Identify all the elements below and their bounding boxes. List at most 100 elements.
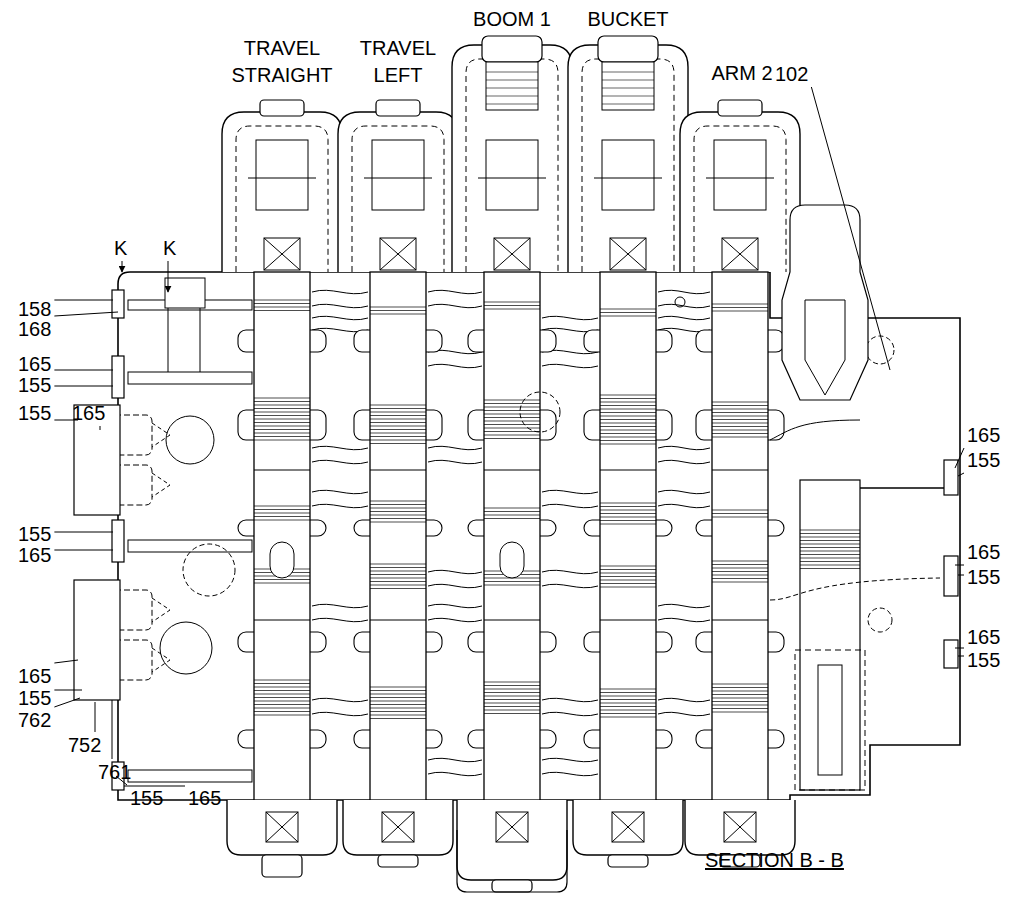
spool-groove [254, 426, 310, 427]
spool-groove [370, 708, 426, 709]
spool-groove [254, 516, 310, 517]
spool-groove [600, 398, 656, 399]
spool-groove [600, 409, 656, 410]
passage-line [658, 604, 710, 607]
spool-groove [600, 696, 656, 697]
lower-housing [457, 830, 567, 892]
passage-line [200, 308, 201, 372]
piston-groove [486, 104, 538, 105]
port-plug [944, 556, 958, 596]
spool-groove [254, 433, 310, 434]
passage-line [428, 772, 482, 775]
leader-line [54, 660, 78, 663]
spool-groove [370, 690, 426, 691]
spool-groove [484, 581, 540, 582]
spool-groove [600, 713, 656, 714]
spool-groove [254, 509, 310, 510]
leader-line [955, 448, 964, 468]
leader-line [54, 300, 113, 301]
spring-symbol [496, 812, 528, 842]
spool-groove [370, 515, 426, 516]
cap-spring-chamber [236, 126, 328, 272]
piston-groove [602, 72, 654, 73]
seat-line [364, 178, 432, 179]
spool-groove [484, 403, 540, 404]
spool-groove [254, 701, 310, 702]
callout-number: 165 [967, 423, 1000, 447]
spool-groove [800, 530, 860, 531]
spool-groove [600, 430, 656, 431]
leader-line [54, 532, 113, 533]
port-circle [183, 544, 235, 596]
spool-groove [600, 437, 656, 438]
leader-line [54, 312, 118, 316]
passage-line [770, 578, 940, 600]
spool-groove [254, 683, 310, 684]
spool-groove [712, 437, 768, 438]
spool-groove [600, 423, 656, 424]
spool-groove [370, 307, 426, 308]
passage-line [428, 618, 482, 621]
spool-bottom-cap [227, 800, 337, 855]
port-plug [944, 640, 958, 668]
spool-groove [370, 419, 426, 420]
passage-line [542, 772, 598, 775]
spool-groove [254, 711, 310, 712]
spool-bottom-cap [685, 800, 795, 855]
spool-groove [370, 711, 426, 712]
spool-groove [600, 506, 656, 507]
spool-groove [800, 533, 860, 534]
spool-groove [712, 561, 768, 562]
cap-boss [718, 100, 762, 116]
spool-bottom-cap [343, 800, 453, 855]
spool-groove [600, 566, 656, 567]
section-label: TRAVEL STRAIGHT [227, 35, 337, 89]
spool-groove [712, 564, 768, 565]
spool-groove [254, 422, 310, 423]
spool-groove [370, 518, 426, 519]
leader-line [955, 648, 964, 649]
passage-line [428, 290, 482, 293]
callout-number: 155 [967, 565, 1000, 589]
spool-groove [484, 428, 540, 429]
leader-line [122, 261, 123, 272]
spool-groove [484, 407, 540, 408]
spool-land [484, 620, 540, 621]
spool-groove [800, 537, 860, 538]
spool-groove [254, 408, 310, 409]
spool-groove [600, 689, 656, 690]
port-circle [868, 608, 892, 632]
spool-groove [370, 511, 426, 512]
port-plug [112, 356, 124, 398]
spool-groove [712, 307, 768, 308]
spool-groove [370, 422, 426, 423]
spool-groove [600, 395, 656, 396]
spool-groove [370, 415, 426, 416]
piston-groove [486, 72, 538, 73]
spool-groove [254, 690, 310, 691]
cap-boss [262, 855, 302, 877]
spool-groove [254, 687, 310, 688]
spool-groove [484, 424, 540, 425]
feed-passage [128, 770, 252, 782]
right-spool [800, 480, 860, 790]
spool-groove [370, 697, 426, 698]
cap-boss [482, 36, 542, 62]
spool-groove [254, 415, 310, 416]
spool-groove [370, 314, 426, 315]
passage-line [542, 364, 598, 367]
spool-groove [484, 414, 540, 415]
spool-groove [484, 309, 540, 310]
spool-groove [484, 713, 540, 714]
spool-groove [712, 419, 768, 420]
spool-land [600, 620, 656, 621]
piston-groove [602, 80, 654, 81]
spool-groove [370, 564, 426, 565]
spool-groove [254, 506, 310, 507]
spool-groove [254, 401, 310, 402]
spool-groove [712, 568, 768, 569]
port-circle [520, 392, 560, 432]
leader-line [112, 700, 113, 759]
spool-groove [484, 685, 540, 686]
